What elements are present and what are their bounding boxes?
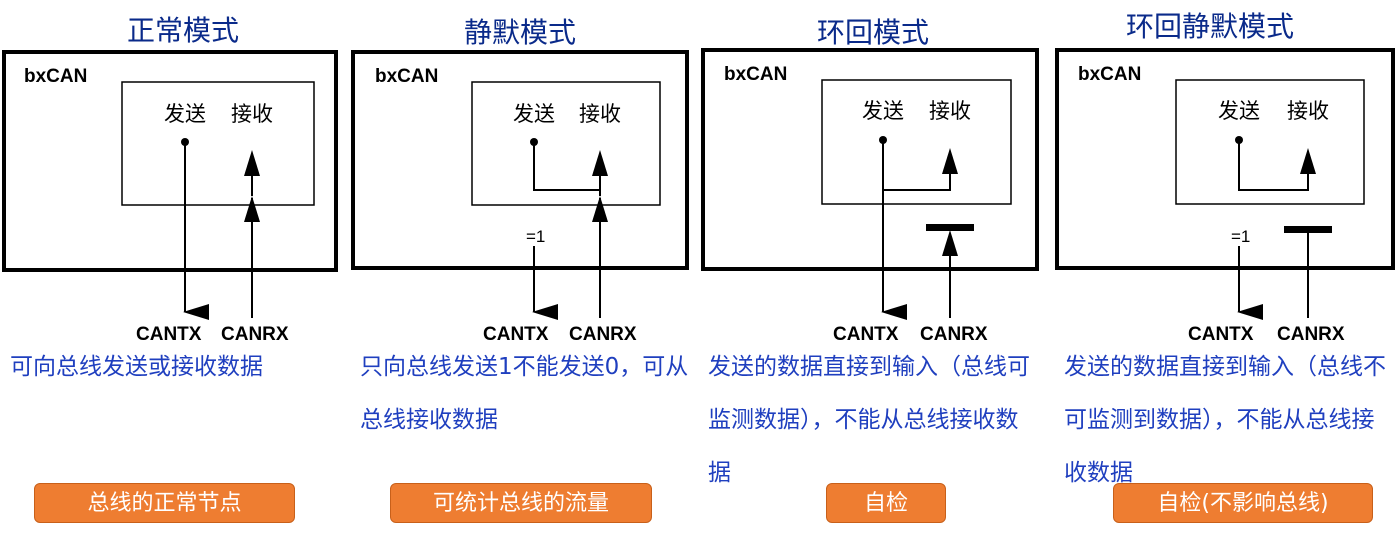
tx-label: 发送 bbox=[164, 102, 206, 126]
loopback-line bbox=[1238, 140, 1309, 191]
rx-label: 接收 bbox=[231, 102, 273, 126]
rx-arrow-lower bbox=[244, 196, 260, 222]
panel-loopback-silent-mode: 环回静默模式 bxCAN 发送 接收 =1 CANTX CANRX bbox=[1055, 10, 1395, 345]
canrx-label: CANRX bbox=[920, 324, 988, 345]
loopback-silent-mode-description: 发送的数据直接到输入（总线不可监测到数据），不能从总线接收数据 bbox=[1064, 354, 1386, 486]
controller-inner-box bbox=[471, 81, 661, 206]
canrx-label: CANRX bbox=[221, 324, 289, 345]
bxcan-outer-box bbox=[1055, 48, 1395, 270]
panel-silent-mode: 静默模式 bxCAN 发送 接收 =1 CANTX CANRX bbox=[351, 16, 689, 345]
rx-blocked-bar bbox=[1284, 226, 1332, 233]
rx-arrow-lower bbox=[592, 196, 608, 222]
rx-arrow-upper bbox=[244, 150, 260, 176]
tx-label: 发送 bbox=[1218, 99, 1260, 123]
tx-label: 发送 bbox=[513, 102, 555, 126]
cantx-label: CANTX bbox=[833, 324, 899, 345]
controller-inner-box bbox=[121, 81, 315, 206]
panel-title: 环回静默模式 bbox=[1126, 10, 1294, 43]
panel-loopback-mode: 环回模式 bxCAN 发送 接收 CANTX CANRX bbox=[701, 16, 1039, 345]
silent-mode-tag: 可统计总线的流量 bbox=[390, 483, 652, 523]
recessive-level-label: =1 bbox=[526, 227, 545, 246]
canrx-label: CANRX bbox=[569, 324, 637, 345]
rx-blocked-bar bbox=[926, 224, 974, 231]
bxcan-label: bxCAN bbox=[24, 66, 87, 87]
rx-label: 接收 bbox=[1287, 99, 1329, 123]
normal-mode-tag: 总线的正常节点 bbox=[34, 483, 295, 523]
rx-label: 接收 bbox=[579, 102, 621, 126]
rx-arrow-upper bbox=[1300, 148, 1316, 174]
cantx-label: CANTX bbox=[1188, 324, 1254, 345]
rx-label: 接收 bbox=[929, 99, 971, 123]
controller-inner-box bbox=[1175, 79, 1365, 205]
panel-title: 环回模式 bbox=[817, 16, 929, 49]
silent-mode-description: 只向总线发送1不能发送0，可从总线接收数据 bbox=[360, 354, 689, 433]
bxcan-label: bxCAN bbox=[1078, 64, 1141, 85]
controller-inner-box bbox=[821, 79, 1012, 205]
loopback-mode-tag: 自检 bbox=[826, 483, 946, 523]
normal-mode-description: 可向总线发送或接收数据 bbox=[10, 354, 263, 380]
loopback-line bbox=[533, 142, 600, 191]
tx-label: 发送 bbox=[862, 99, 904, 123]
bxcan-outer-box bbox=[2, 50, 338, 272]
panel-title: 正常模式 bbox=[127, 14, 239, 47]
panel-normal-mode: 正常模式 bxCAN 发送 接收 CANTX CANRX bbox=[2, 14, 338, 345]
loopback-silent-mode-tag: 自检(不影响总线) bbox=[1113, 483, 1373, 523]
bxcan-outer-box bbox=[701, 48, 1039, 271]
recessive-level-label: =1 bbox=[1231, 227, 1250, 246]
cantx-label: CANTX bbox=[136, 324, 202, 345]
loopback-line bbox=[883, 170, 951, 191]
panel-title: 静默模式 bbox=[464, 16, 576, 49]
rx-arrow-upper bbox=[942, 148, 958, 174]
rx-arrow-lower bbox=[942, 230, 958, 256]
cantx-label: CANTX bbox=[483, 324, 549, 345]
bxcan-outer-box bbox=[351, 50, 689, 270]
canrx-label: CANRX bbox=[1277, 324, 1345, 345]
bxcan-label: bxCAN bbox=[375, 66, 438, 87]
loopback-mode-description: 发送的数据直接到输入（总线可监测数据），不能从总线接收数据 bbox=[708, 354, 1030, 486]
rx-arrow-upper bbox=[592, 150, 608, 176]
bxcan-label: bxCAN bbox=[724, 64, 787, 85]
